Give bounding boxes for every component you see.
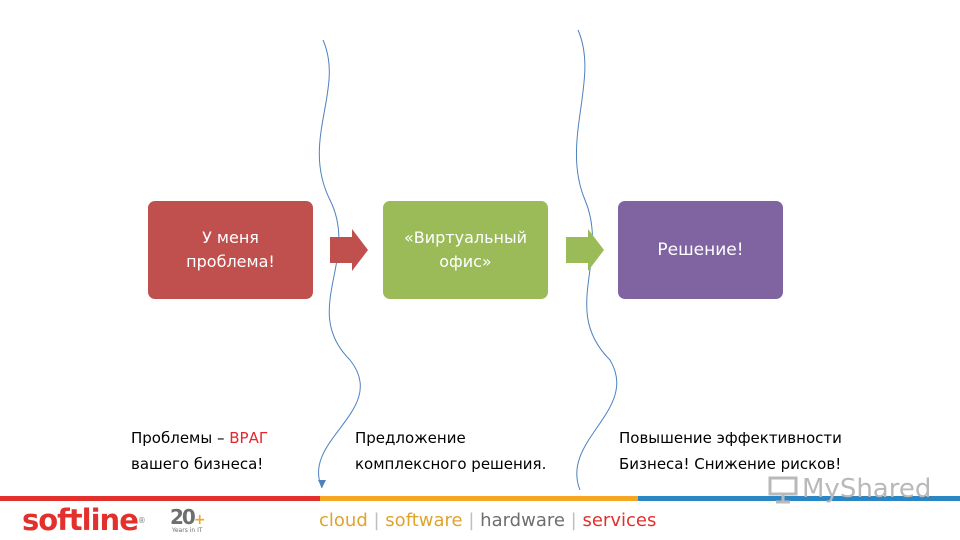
tagline-separator: | [570, 510, 577, 531]
step-virtual-office-box: «Виртуальный офис» [383, 201, 548, 299]
note-problems-enemy: ВРАГ [229, 429, 268, 447]
step-problem-label: У меня проблема! [186, 228, 275, 271]
footer-stripe-red [0, 496, 320, 501]
anniversary-number: 20 [170, 505, 196, 529]
tagline-cloud: cloud [319, 510, 368, 531]
registered-mark: ® [137, 515, 146, 525]
note-benefits-line2: Бизнеса! Снижение рисков! [619, 455, 842, 473]
tagline-services: services [582, 510, 657, 531]
anniversary-badge: 20+ Years in IT [170, 505, 206, 534]
softline-logo-text: softline [22, 503, 139, 537]
watermark-text: MyShared [802, 474, 932, 504]
arrow-right-green-icon [566, 229, 604, 271]
myshared-watermark: MyShared [766, 474, 931, 504]
step-solution-label: Решение! [657, 240, 744, 260]
presentation-board-icon [768, 476, 798, 504]
wavy-divider-right [576, 29, 618, 491]
note-offer: Предложение комплексного решения. [355, 425, 546, 477]
tagline-separator: | [373, 510, 380, 531]
softline-logo: softline ® [22, 503, 146, 537]
note-offer-line2: комплексного решения. [355, 455, 547, 473]
tagline-separator: | [468, 510, 475, 531]
step-virtual-office-label: «Виртуальный офис» [403, 228, 528, 271]
note-problems: Проблемы – ВРАГ вашего бизнеса! [131, 425, 268, 477]
tagline-software: software [385, 510, 463, 531]
note-problems-line1: Проблемы – [131, 429, 230, 447]
footer-stripe-orange [320, 496, 638, 501]
anniversary-subtitle: Years in IT [172, 527, 203, 534]
step-solution-box: Решение! [618, 201, 783, 299]
arrow-right-red-icon [330, 229, 368, 271]
tagline-hardware: hardware [480, 510, 565, 531]
note-problems-line2: вашего бизнеса! [131, 455, 264, 473]
wavy-divider-left [318, 39, 361, 489]
anniversary-plus: + [193, 512, 206, 528]
footer-stripe-blue [638, 496, 960, 501]
note-benefits: Повышение эффективности Бизнеса! Снижени… [619, 425, 842, 477]
note-benefits-line1: Повышение эффективности [619, 429, 842, 447]
step-problem-box: У меня проблема! [148, 201, 313, 299]
footer-tagline: cloud | software | hardware | services [319, 510, 656, 531]
note-offer-line1: Предложение [355, 429, 466, 447]
